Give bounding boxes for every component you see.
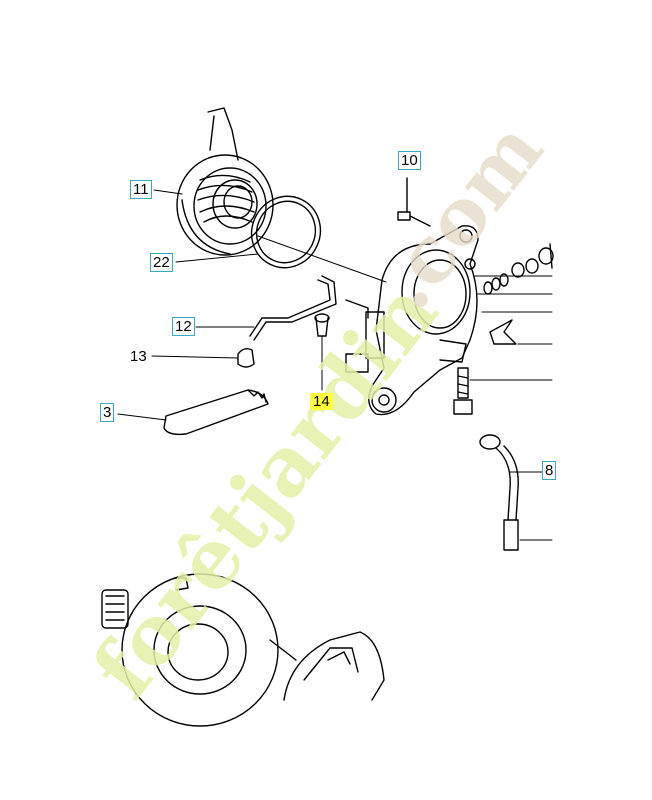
callout-12-label: 12	[172, 317, 195, 336]
direction-arrow	[489, 319, 517, 345]
part-11-pulley-cover	[176, 107, 274, 256]
callout-22: 22	[150, 253, 173, 272]
part-3-pin	[163, 389, 269, 436]
part-8-oil-hose	[479, 434, 519, 551]
callout-14-label: 14	[310, 393, 333, 410]
callout-13: 13	[130, 348, 147, 366]
clutch-assembly	[283, 631, 385, 701]
part-13-seal	[237, 347, 255, 368]
part-12-oil-pipe	[249, 275, 337, 341]
callout-14: 14	[310, 393, 333, 411]
valve-spring-set	[483, 243, 554, 295]
part-10-screw	[397, 177, 431, 227]
callout-3-label: 3	[100, 403, 115, 422]
callout-11: 11	[130, 180, 152, 199]
part-22-o-ring	[250, 195, 322, 269]
part-22-o-ring-inner	[255, 200, 317, 264]
callout-8-label: 8	[542, 461, 557, 480]
callout-11-label: 11	[130, 180, 152, 199]
clutch-drum	[121, 573, 297, 727]
callout-10-label: 10	[398, 151, 421, 170]
callout-8: 8	[542, 461, 557, 480]
adjusting-screw	[453, 367, 473, 415]
callout-3: 3	[100, 403, 115, 422]
oil-pump-housing	[345, 225, 479, 416]
needle-bearing	[101, 589, 129, 629]
callout-22-label: 22	[150, 253, 173, 272]
callout-12: 12	[172, 317, 195, 336]
callout-10: 10	[398, 151, 421, 170]
callout-13-label: 13	[130, 348, 147, 365]
leader-lines	[117, 189, 553, 541]
